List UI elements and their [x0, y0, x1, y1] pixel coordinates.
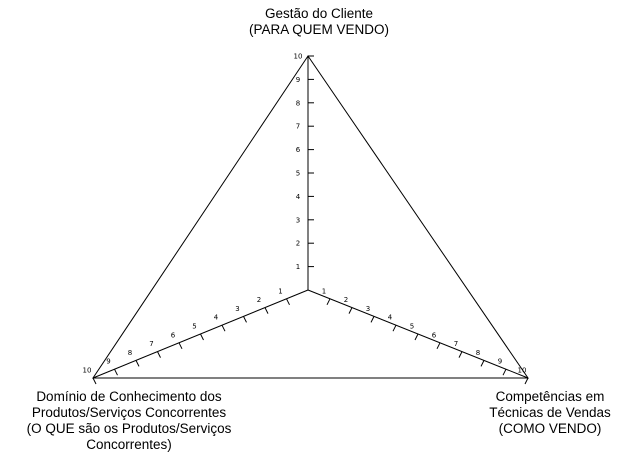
axis-tick-left	[221, 324, 226, 332]
axis-title-right-line: (COMO VENDO)	[498, 421, 602, 436]
tick-label-top: 2	[296, 240, 300, 248]
axis-tick-left	[92, 377, 97, 385]
axis-tick-left	[286, 298, 290, 306]
tick-label-top: 1	[296, 263, 300, 271]
axis-tick-left	[200, 333, 204, 341]
tick-label-left: 2	[257, 296, 261, 304]
axis-tick-right	[326, 298, 331, 306]
axis-title-right: Competências em Técnicas de Vendas (COMO…	[470, 389, 629, 437]
axis-title-left-line: Produtos/Serviços Concorrentes	[31, 405, 227, 420]
tick-label-left: 1	[278, 287, 282, 295]
axis-tick-right	[480, 360, 485, 367]
tick-label-top: 10	[294, 53, 303, 61]
tick-label-right: 8	[476, 349, 480, 357]
tick-label-left: 4	[214, 314, 219, 322]
tick-label-left: 9	[106, 358, 110, 366]
tick-label-left: 7	[149, 340, 153, 348]
axis-tick-left	[243, 316, 247, 323]
axis-title-top-line: Gestão do Cliente	[264, 6, 374, 21]
tick-label-right: 10	[518, 367, 527, 375]
axis-tick-left	[135, 360, 140, 367]
tick-label-top: 6	[296, 146, 301, 154]
tick-label-top: 4	[296, 193, 301, 201]
tick-label-right: 7	[454, 340, 458, 348]
axis-tick-right	[502, 368, 507, 376]
axis-tick-right	[348, 307, 353, 314]
tick-label-top: 7	[296, 123, 300, 131]
tick-label-left: 10	[83, 367, 92, 375]
axis-tick-right	[524, 377, 529, 385]
axis-title-left-line: Concorrentes)	[86, 437, 172, 452]
tick-label-top: 8	[296, 99, 300, 107]
axis-title-left-line: Domínio de Conhecimento dos	[36, 389, 222, 404]
axes-group: 1 2 3 4 5 6 7 8 9 10 1 2 3 4 5 6 7 8 9 10 1 2 3 4 5 6 7 8 9 10	[83, 53, 529, 385]
tick-label-right: 6	[432, 331, 437, 339]
axis-tick-right	[392, 324, 397, 332]
tick-label-left: 3	[235, 305, 239, 313]
axis-title-right-line: Competências em	[495, 389, 605, 404]
tick-label-left: 8	[128, 349, 132, 357]
axis-title-right-line: Técnicas de Vendas	[489, 405, 611, 420]
axis-title-left-line: (O QUE são os Produtos/Serviços	[26, 421, 232, 436]
tick-label-top: 9	[296, 76, 300, 84]
tick-label-top: 3	[296, 216, 300, 224]
axis-tick-left	[114, 368, 118, 376]
tick-label-right: 2	[344, 296, 348, 304]
tick-label-top: 5	[296, 170, 300, 178]
tick-label-left: 5	[192, 323, 196, 331]
axis-title-top-line: (PARA QUEM VENDO)	[248, 22, 390, 37]
axis-tick-left	[157, 351, 161, 358]
tick-label-right: 4	[388, 314, 393, 322]
axis-tick-right	[370, 316, 375, 323]
tick-label-right: 3	[366, 305, 370, 313]
tick-label-right: 1	[322, 287, 326, 295]
axis-title-top: Gestão do Cliente (PARA QUEM VENDO)	[214, 6, 424, 38]
axis-tick-left	[178, 342, 183, 350]
axis-tick-left	[264, 307, 269, 314]
tick-label-left: 6	[171, 331, 176, 339]
tick-label-right: 9	[498, 358, 502, 366]
axis-tick-right	[458, 351, 463, 358]
tick-label-right: 5	[410, 323, 414, 331]
axis-tick-right	[436, 342, 441, 350]
outer-triangle	[92, 55, 529, 379]
axis-title-left: Domínio de Conhecimento dos Produtos/Ser…	[6, 389, 252, 453]
axis-tick-right	[414, 333, 419, 341]
